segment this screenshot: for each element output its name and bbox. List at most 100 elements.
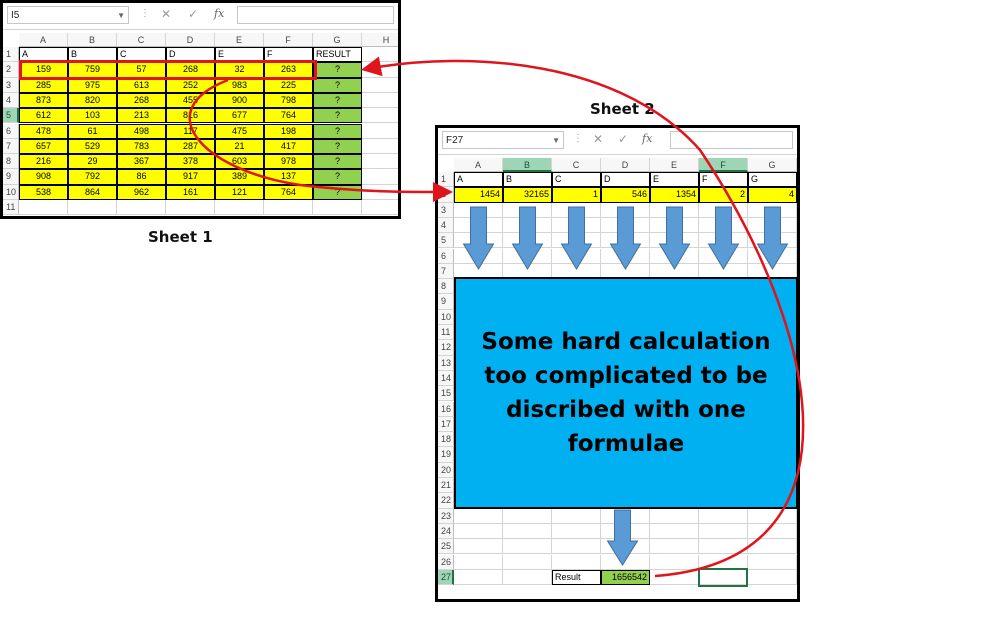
empty-cell[interactable] [748,248,797,264]
cell-g4[interactable]: ? [313,92,362,109]
cell-d2[interactable]: 546 [601,187,650,203]
empty-cell[interactable] [552,202,601,218]
empty-cell[interactable] [313,200,362,216]
column-header-g[interactable]: G [748,158,797,172]
row-header-11[interactable]: 11 [438,325,454,341]
cell-g2[interactable]: 4 [748,187,797,203]
chevron-down-icon[interactable]: ▼ [117,11,125,20]
cell-b2[interactable]: 32165 [503,187,552,203]
empty-cell[interactable] [503,508,552,524]
empty-cell[interactable] [503,233,552,249]
insert-function-icon[interactable]: fx [642,132,653,145]
empty-cell[interactable] [19,200,68,216]
empty-cell[interactable] [748,202,797,218]
cell-g1[interactable]: G [748,172,797,188]
cell-b7[interactable]: 529 [68,138,117,155]
cell-f9[interactable]: 137 [264,169,313,185]
cell-e4[interactable]: 900 [215,92,264,109]
empty-cell[interactable] [650,554,699,570]
empty-cell[interactable] [454,233,503,249]
row-header-5[interactable]: 5 [438,233,454,249]
column-header-c[interactable]: C [552,158,601,172]
empty-cell[interactable] [362,139,398,155]
empty-cell[interactable] [650,569,699,586]
cell-f5[interactable]: 764 [264,108,313,124]
row-header-15[interactable]: 15 [438,386,454,402]
cell-d8[interactable]: 378 [166,154,215,170]
row-header-6[interactable]: 6 [3,123,19,139]
empty-cell[interactable] [748,508,797,524]
empty-cell[interactable] [601,554,650,570]
row-header-17[interactable]: 17 [438,416,454,433]
row-header-26[interactable]: 26 [438,554,454,570]
result-value-cell[interactable]: 1656542 [601,569,650,586]
empty-cell[interactable] [503,248,552,264]
column-header-c[interactable]: C [117,33,166,47]
empty-cell[interactable] [552,217,601,234]
empty-cell[interactable] [362,200,398,216]
cell-g1[interactable]: RESULT [313,47,362,63]
cell-a7[interactable]: 657 [19,138,68,155]
column-header-b[interactable]: B [503,158,552,172]
empty-cell[interactable] [362,93,398,109]
cell-c6[interactable]: 498 [117,123,166,139]
row-header-9[interactable]: 9 [3,169,19,185]
row-header-16[interactable]: 16 [438,401,454,417]
cell-b6[interactable]: 61 [68,123,117,139]
empty-cell[interactable] [503,523,552,540]
cell-b1[interactable]: B [503,172,552,188]
empty-cell[interactable] [454,539,503,555]
empty-cell[interactable] [362,108,398,124]
empty-cell[interactable] [699,508,748,524]
cell-c1[interactable]: C [552,172,601,188]
cell-d7[interactable]: 287 [166,138,215,155]
row-header-23[interactable]: 23 [438,508,454,524]
cell-a4[interactable]: 873 [19,92,68,109]
empty-cell[interactable] [215,200,264,216]
empty-cell[interactable] [552,233,601,249]
empty-cell[interactable] [552,523,601,540]
cell-a10[interactable]: 538 [19,184,68,200]
cell-e7[interactable]: 21 [215,138,264,155]
empty-cell[interactable] [503,554,552,570]
empty-cell[interactable] [650,233,699,249]
row-header-12[interactable]: 12 [438,340,454,356]
empty-cell[interactable] [454,523,503,540]
row-header-4[interactable]: 4 [438,217,454,234]
empty-cell[interactable] [699,202,748,218]
cell-a9[interactable]: 908 [19,169,68,185]
empty-cell[interactable] [503,217,552,234]
formula-input[interactable] [237,6,394,24]
cell-e9[interactable]: 389 [215,169,264,185]
empty-cell[interactable] [699,233,748,249]
empty-cell[interactable] [650,523,699,540]
formula-input[interactable] [670,131,793,149]
empty-cell[interactable] [362,124,398,139]
empty-cell[interactable] [748,554,797,570]
empty-cell[interactable] [166,200,215,216]
cell-c5[interactable]: 213 [117,108,166,124]
empty-cell[interactable] [699,217,748,234]
column-header-a[interactable]: A [19,33,68,47]
column-header-f[interactable]: F [264,33,313,47]
row-header-3[interactable]: 3 [3,77,19,93]
cell-d5[interactable]: 816 [166,108,215,124]
empty-cell[interactable] [699,248,748,264]
cell-g8[interactable]: ? [313,154,362,170]
cell-c10[interactable]: 962 [117,184,166,200]
row-header-5[interactable]: 5 [3,108,19,124]
empty-cell[interactable] [699,539,748,555]
empty-cell[interactable] [748,233,797,249]
cell-g5[interactable]: ? [313,108,362,124]
empty-cell[interactable] [650,539,699,555]
empty-cell[interactable] [748,523,797,540]
cell-g9[interactable]: ? [313,169,362,185]
row-header-7[interactable]: 7 [3,138,19,155]
enter-icon[interactable]: ✓ [618,132,629,146]
empty-cell[interactable] [601,248,650,264]
empty-cell[interactable] [454,508,503,524]
empty-cell[interactable] [362,47,398,63]
cell-f6[interactable]: 198 [264,123,313,139]
empty-cell[interactable] [552,248,601,264]
empty-cell[interactable] [601,217,650,234]
